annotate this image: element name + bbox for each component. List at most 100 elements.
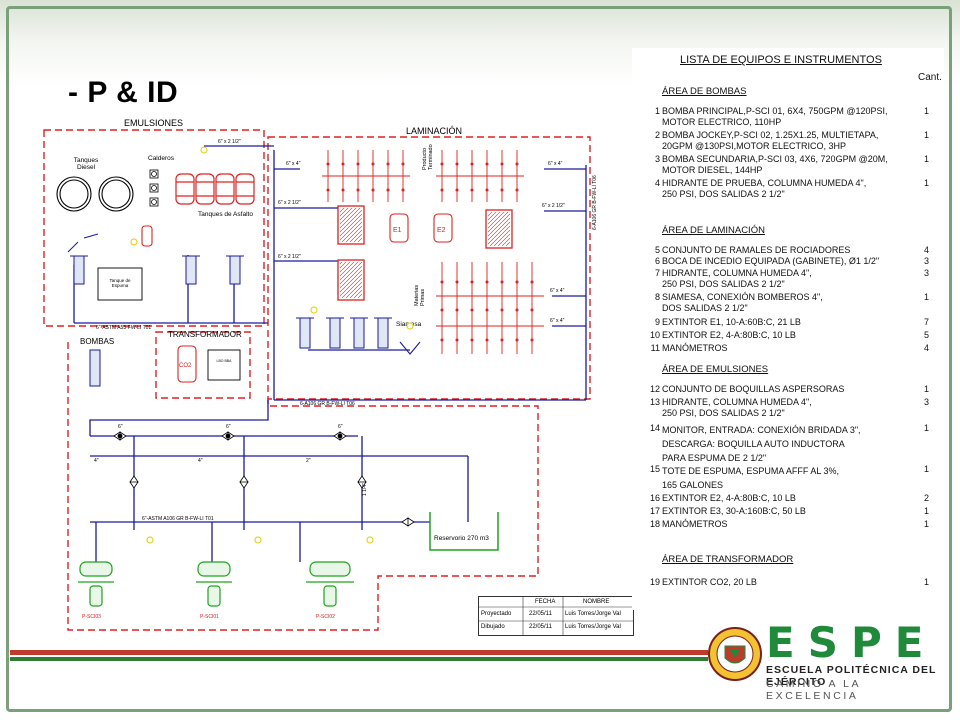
equipment-description: TOTE DE ESPUMA, ESPUMA AFFF AL 3%, 165 G… — [662, 466, 840, 490]
size-label-6a: 6" — [118, 424, 123, 430]
equipment-number: 7 — [654, 268, 660, 278]
pressure-gauges — [130, 146, 414, 544]
equipment-description: BOMBA PRINCIPAL,P-SCI 01, 6X4, 750GPM @1… — [662, 106, 888, 127]
equipment-quantity: 1 — [924, 106, 930, 116]
footer-green-bar — [10, 657, 708, 661]
equipment-number: 15 — [649, 464, 660, 474]
transformador-area — [155, 331, 251, 399]
pipe-label-main: 6"-ASTM A53-FW-LI T01 — [96, 325, 151, 331]
tb-r1-nombre: Luis Torres/Jorge Val — [565, 611, 621, 617]
pumps — [78, 561, 354, 607]
equipment-quantity: 1 — [924, 423, 930, 433]
equipment-number: 14 — [649, 423, 660, 433]
label-reservorio: Reservorio 270 m3 — [434, 535, 489, 542]
equipment-quantity: 3 — [924, 397, 930, 407]
size-label-1: 1 1/4" — [362, 483, 368, 496]
foam-tank — [97, 267, 143, 301]
equipment-description: HIDRANTE, COLUMNA HUMEDA 4", 250 PSI, DO… — [662, 397, 812, 418]
equipment-number: 4 — [654, 178, 660, 188]
equipment-number: 5 — [654, 245, 660, 255]
emulsiones-area — [43, 129, 265, 327]
equipment-description: EXTINTOR E2, 4-A:80B:C, 10 LB — [662, 493, 796, 503]
equipment-quantity: 5 — [924, 330, 930, 340]
equipment-number: 19 — [649, 577, 660, 587]
equipment-quantity: 1 — [924, 506, 930, 516]
equipment-description: EXTINTOR E3, 30-A:160B:C, 50 LB — [662, 506, 806, 516]
title-block-grid — [479, 597, 633, 635]
equipment-quantity: 2 — [924, 493, 930, 503]
equipment-description: MANÓMETROS — [662, 519, 728, 529]
size-label-f: 6" x 2 1/2" — [542, 203, 565, 209]
size-label-d: 6" x 2 1/2" — [278, 254, 301, 260]
pipe-label-lam: 6-A106 GR B-FW-LI T06 — [300, 401, 355, 407]
siamesa — [399, 341, 421, 355]
valves — [113, 431, 415, 527]
title-block: FECHA NOMBRE Proyectado 22/05/11 Luis To… — [478, 596, 634, 636]
pipe-to-bombas — [89, 400, 269, 436]
equipment-quantity: 1 — [924, 577, 930, 587]
label-calderos: Calderos — [148, 155, 175, 162]
tb-r2-label: Dibujado — [481, 624, 505, 630]
tb-r2-nombre: Luis Torres/Jorge Val — [565, 624, 621, 630]
size-label-c: 6" x 2 1/2" — [278, 200, 301, 206]
size-label-4a: 4" — [94, 458, 99, 464]
equipment-number: 2 — [654, 130, 660, 140]
size-label-6b: 6" — [226, 424, 231, 430]
equipment-number: 10 — [649, 330, 660, 340]
label-producto-terminado: ProductoTerminado — [422, 144, 434, 170]
area-label-laminacion: LAMINACIÓN — [406, 126, 462, 136]
equipment-quantity: 1 — [924, 130, 930, 140]
equipment-quantity: 1 — [924, 519, 930, 529]
pipe-label-bombas: 6"-ASTM A106 GR B-FW-LI T01 — [142, 516, 214, 522]
equipment-quantity: 4 — [924, 343, 930, 353]
espe-tagline: CAMINO A LA EXCELENCIA — [766, 678, 861, 702]
equipment-number: 1 — [654, 106, 660, 116]
label-e2: E2 — [437, 227, 446, 234]
extinguisher-e2 — [433, 213, 453, 243]
tb-r2-fecha: 22/05/11 — [529, 624, 552, 630]
equipment-quantity: 3 — [924, 256, 930, 266]
label-tanques-asfalto: Tanques de Asfalto — [198, 211, 253, 218]
section-bombas: ÁREA DE BOMBAS — [662, 86, 747, 97]
equipment-list-title: LISTA DE EQUIPOS E INSTRUMENTOS — [680, 54, 882, 66]
equipment-number: 16 — [649, 493, 660, 503]
extinguisher-emulsion — [141, 225, 153, 247]
espe-wordmark: ESPE — [766, 618, 937, 667]
equipment-quantity: 1 — [924, 384, 930, 394]
slide-frame — [6, 6, 952, 712]
size-label-a: 6" x 2 1/2" — [218, 139, 241, 145]
espe-seal-icon — [708, 627, 762, 681]
tb-h-fecha: FECHA — [535, 599, 556, 605]
asphalt-tanks — [175, 173, 255, 205]
extinguisher-e1 — [389, 213, 409, 243]
equipment-description: EXTINTOR E2, 4-A:80B:C, 10 LB — [662, 330, 796, 340]
equipment-description: CONJUNTO DE BOQUILLAS ASPERSORAS — [662, 384, 845, 394]
equipment-quantity: 1 — [924, 178, 930, 188]
equipment-quantity: 4 — [924, 245, 930, 255]
equipment-description: SIAMESA, CONEXIÓN BOMBEROS 4", DOS SALID… — [662, 292, 823, 313]
label-materias-primas: MateriasPrimas — [414, 285, 426, 306]
size-label-g: 6" x 4" — [550, 288, 565, 294]
label-pump-3: P-SCI02 — [316, 614, 335, 620]
area-label-bombas: BOMBAS — [80, 337, 114, 346]
equipment-description: MONITOR, ENTRADA: CONEXIÓN BRIDADA 3", D… — [662, 425, 861, 463]
equipment-quantity: 1 — [924, 154, 930, 164]
espe-subtitle: ESCUELA POLITÉCNICA DEL EJÉRCITO — [766, 664, 937, 688]
equipment-description: BOMBA SECUNDARIA,P-SCI 03, 4X6, 720GPM @… — [662, 154, 888, 175]
label-e1: E1 — [393, 227, 402, 234]
equipment-description: EXTINTOR E1, 10-A:60B:C, 21 LB — [662, 317, 801, 327]
equipment-number: 11 — [650, 343, 660, 353]
laminacion-area — [267, 136, 591, 400]
equipment-description: BOMBA JOCKEY,P-SCI 02, 1.25X1.25, MULTIE… — [662, 130, 879, 151]
equipment-quantity: 7 — [924, 317, 930, 327]
equipment-quantity: 1 — [924, 292, 930, 302]
bombas-area — [67, 342, 539, 631]
equipment-number: 12 — [649, 384, 660, 394]
tb-r1-fecha: 22/05/11 — [529, 611, 552, 617]
hydrants — [73, 255, 389, 387]
size-label-h: 6" x 4" — [550, 318, 565, 324]
equipment-number: 3 — [654, 154, 660, 164]
diesel-tank-2-inner — [101, 179, 131, 209]
